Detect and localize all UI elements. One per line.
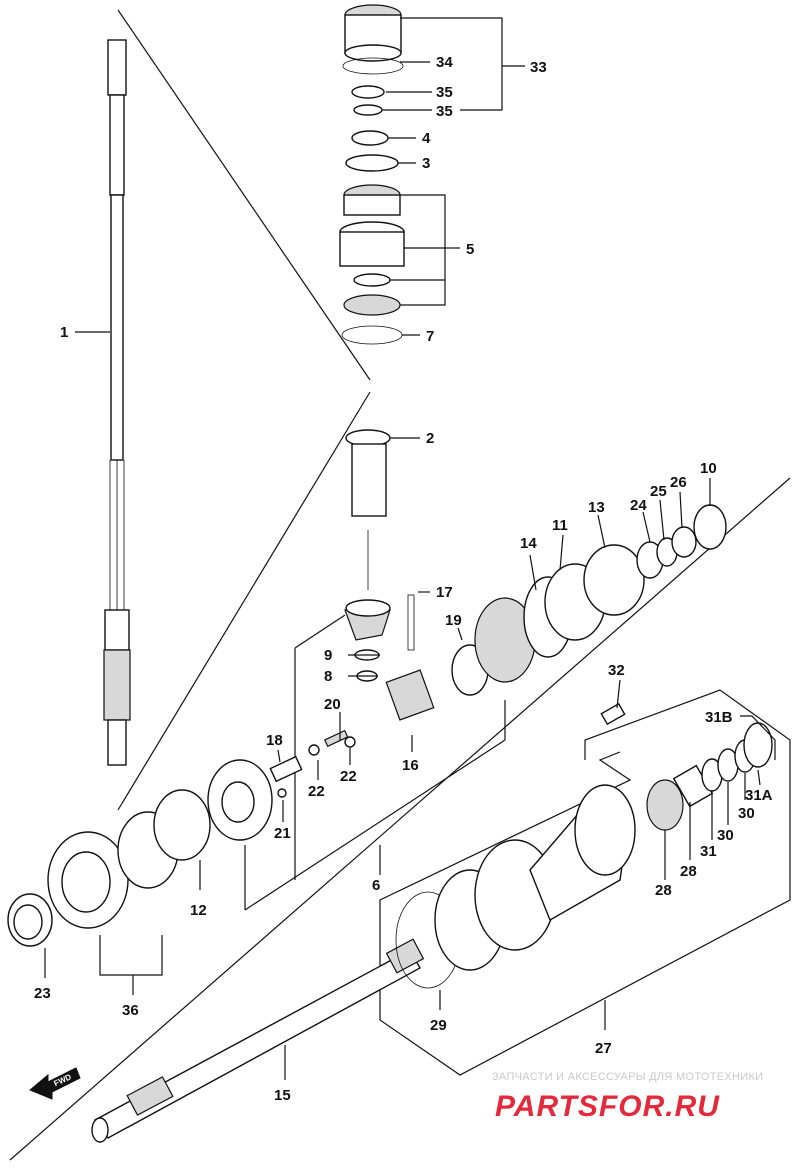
callout-2: 2 [426, 430, 434, 447]
callout-35-a: 35 [436, 84, 453, 101]
callout-11: 11 [552, 517, 568, 534]
callout-30-b: 30 [738, 805, 755, 822]
callout-28-b: 28 [680, 863, 697, 880]
callout-27: 27 [595, 1040, 612, 1057]
callout-16: 16 [402, 757, 419, 774]
frame-lines [9, 9, 791, 1161]
clutch-dog [385, 594, 489, 721]
callout-17: 17 [436, 584, 453, 601]
callout-3: 3 [422, 155, 430, 172]
callout-32: 32 [608, 662, 625, 679]
bearing-carrier [395, 702, 773, 989]
callout-8: 8 [324, 668, 332, 685]
callout-15: 15 [274, 1087, 291, 1104]
drive-shaft [103, 39, 131, 766]
callout-31a: 31A [745, 787, 773, 804]
callout-35-b: 35 [436, 103, 453, 120]
callout-36: 36 [122, 1002, 139, 1019]
callout-4: 4 [422, 130, 431, 147]
pinion-gear [344, 599, 391, 682]
callout-10: 10 [700, 460, 717, 477]
propeller-shaft [91, 938, 425, 1143]
callout-7: 7 [426, 328, 434, 345]
callout-24: 24 [630, 497, 647, 514]
callout-5: 5 [466, 241, 474, 258]
callout-14: 14 [520, 535, 537, 552]
callout-25: 25 [650, 483, 667, 500]
callout-20: 20 [324, 696, 341, 713]
gear-bearing-set [474, 504, 727, 683]
reverse-gear-set [207, 729, 356, 841]
callout-21: 21 [274, 825, 291, 842]
sleeve [345, 429, 391, 590]
callout-23: 23 [34, 985, 51, 1002]
callout-26: 26 [670, 474, 687, 491]
callout-18: 18 [266, 732, 283, 749]
callout-13: 13 [588, 499, 605, 516]
callout-29: 29 [430, 1017, 447, 1034]
bearing-housing-stack [339, 4, 405, 345]
fwd-arrow-icon: FWD [29, 1067, 81, 1100]
leader-lines [44, 17, 776, 1080]
propshaft-bearing-set [7, 789, 211, 947]
callout-31: 31 [700, 843, 717, 860]
callout-22-b: 22 [340, 768, 357, 785]
callout-labels: 1 34 33 35 35 4 3 5 7 2 17 9 8 19 14 11 … [34, 54, 773, 1104]
callout-9: 9 [324, 647, 332, 664]
callout-22-a: 22 [308, 783, 325, 800]
callout-19: 19 [445, 612, 462, 629]
callout-6: 6 [372, 877, 380, 894]
watermark-logo: PARTSFOR.RU [495, 1090, 720, 1123]
callout-31b: 31B [705, 709, 733, 726]
callout-34: 34 [436, 54, 453, 71]
callout-12: 12 [190, 902, 207, 919]
callout-33: 33 [530, 59, 547, 76]
callout-28-a: 28 [655, 882, 672, 899]
callout-1: 1 [60, 324, 68, 341]
callout-30-a: 30 [717, 827, 734, 844]
watermark-tagline: ЗАПЧАСТИ И АКСЕССУАРЫ ДЛЯ МОТОТЕХНИКИ [492, 1071, 764, 1083]
